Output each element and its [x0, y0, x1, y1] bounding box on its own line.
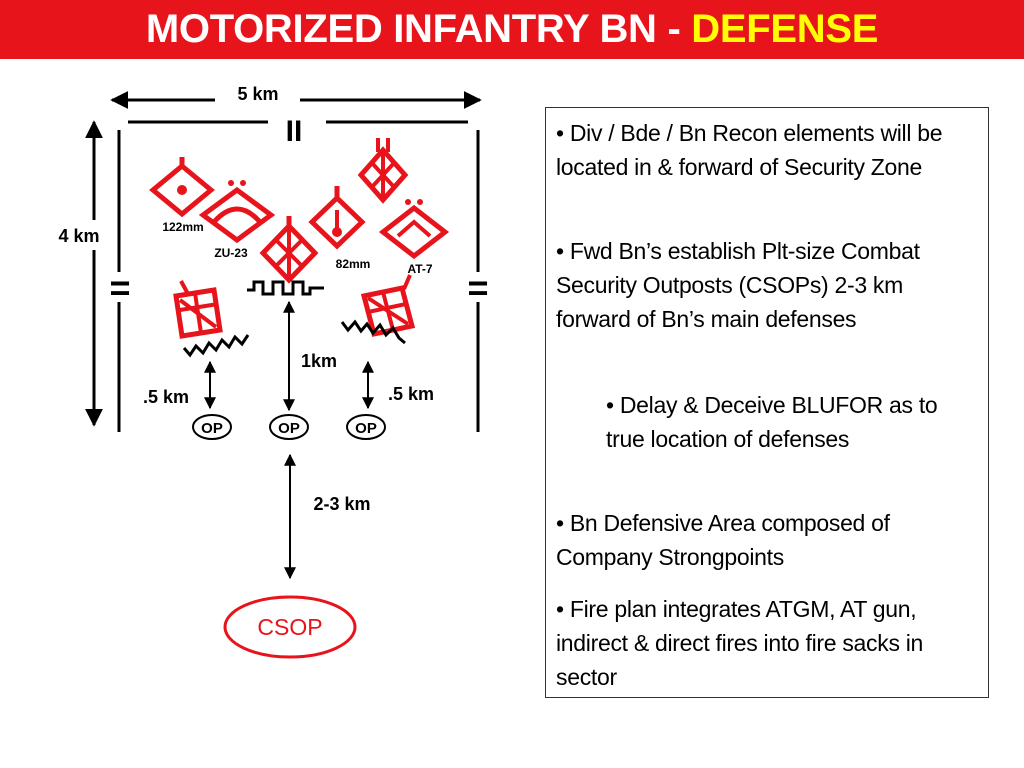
mortar-82-symbol — [308, 186, 366, 250]
bullet-csop: • Fwd Bn’s establish Plt-size Combat Sec… — [556, 238, 920, 332]
infantry-left-symbol — [173, 280, 223, 339]
csop-oval — [223, 595, 357, 659]
trench-center — [247, 280, 324, 296]
trench-lines — [182, 280, 406, 358]
observation-posts: OP OP OP — [192, 414, 386, 440]
boundary-mark-right: = — [467, 267, 488, 308]
battalion-boundary — [117, 120, 480, 432]
trench-left — [182, 334, 250, 358]
infantry-center-symbol — [259, 216, 319, 284]
zu23-symbol — [198, 180, 276, 244]
op-oval-left — [192, 414, 232, 440]
label-zu23: ZU-23 — [214, 246, 248, 260]
title-bar: MOTORIZED INFANTRY BN - DEFENSE — [0, 0, 1024, 59]
label-at7: AT-7 — [407, 262, 432, 276]
label-82mm: 82mm — [336, 257, 371, 271]
infantry-right-symbol — [360, 274, 416, 337]
mortar-122-symbol — [149, 157, 215, 218]
bullet-fire-plan: • Fire plan integrates ATGM, AT gun, ind… — [556, 596, 924, 690]
op-label-left: OP — [201, 420, 223, 437]
bullet-delay-deceive: • Delay & Deceive BLUFOR as to true loca… — [606, 392, 938, 452]
label-right-half-km: .5 km — [388, 384, 434, 404]
infantry-top-right-symbol — [357, 138, 409, 204]
width-dimension: 5 km — [110, 84, 482, 109]
label-left-half-km: .5 km — [143, 387, 189, 407]
at7-symbol — [378, 199, 450, 260]
label-1km: 1km — [301, 351, 337, 371]
op-oval-center — [269, 414, 309, 440]
boundary-mark-left: = — [109, 267, 130, 308]
op-label-right: OP — [355, 420, 377, 437]
title-main: MOTORIZED INFANTRY BN - — [145, 7, 692, 51]
bullet-recon: • Div / Bde / Bn Recon elements will be … — [556, 120, 943, 180]
csop-label: CSOP — [257, 614, 322, 640]
echelon-mark: II — [286, 115, 303, 148]
op-label-center: OP — [278, 420, 300, 437]
notes-box: • Div / Bde / Bn Recon elements will be … — [545, 107, 989, 698]
width-label: 5 km — [237, 84, 278, 104]
unit-symbols — [149, 138, 450, 339]
bullet-strongpoints: • Bn Defensive Area composed of Company … — [556, 510, 890, 570]
depth-label: 4 km — [58, 226, 99, 246]
label-122mm: 122mm — [162, 220, 203, 234]
trench-right — [340, 319, 406, 345]
op-oval-right — [346, 414, 386, 440]
defense-diagram: 5 km 4 km II = = — [58, 84, 489, 659]
title-accent: DEFENSE — [691, 7, 879, 51]
depth-dimension: 4 km — [58, 120, 103, 427]
csop-distance-label: 2-3 km — [313, 494, 370, 514]
slide-title: MOTORIZED INFANTRY BN - DEFENSE — [0, 2, 1024, 56]
op-distances — [204, 300, 374, 412]
